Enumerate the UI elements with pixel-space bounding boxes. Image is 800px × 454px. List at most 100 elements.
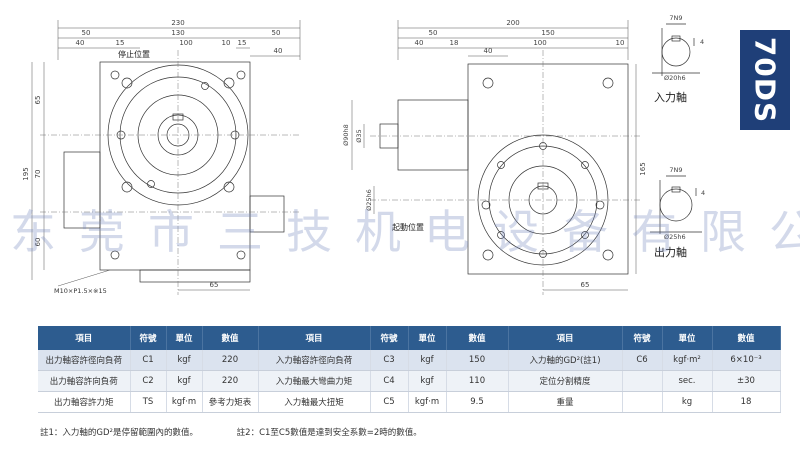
- output-dia-label: Ø25h6: [664, 233, 686, 241]
- right-dim-10: 10: [616, 39, 625, 47]
- table-cell: C3: [370, 350, 409, 371]
- table-cell: 入力軸的GD²(註1): [508, 350, 623, 371]
- left-dim-130: 130: [171, 29, 184, 37]
- table-cell: 220: [202, 370, 259, 392]
- header-item: 項目: [508, 326, 623, 350]
- input-keyway-label: 7N9: [669, 14, 682, 22]
- table-cell: [622, 370, 663, 392]
- table-cell: kg: [662, 391, 713, 413]
- table-row: 出力軸容許徑向負荷 C1 kgf 220 入力軸容許徑向負荷 C3 kgf 15…: [38, 350, 781, 371]
- table-cell: 110: [446, 370, 509, 392]
- right-dim-phi25: Ø25h6: [365, 189, 373, 211]
- right-dim-100: 100: [533, 39, 546, 47]
- right-dim-65-bottom: 65: [581, 281, 590, 289]
- right-dim-165: 165: [639, 162, 647, 175]
- header-symbol: 符號: [370, 326, 409, 350]
- left-right-stub: [249, 195, 285, 233]
- table-cell: kgf·m²: [662, 350, 713, 371]
- table-cell: 定位分割精度: [508, 370, 623, 392]
- header-value: 數值: [202, 326, 259, 350]
- right-input-shaft: [397, 99, 469, 171]
- right-dim-200: 200: [506, 19, 519, 27]
- input-depth-label: 4: [700, 38, 704, 46]
- footnotes: 註1：入力軸的GD²是停留範圍內的數值。 註2：C1至C5數值是達到安全系數=2…: [40, 426, 458, 438]
- table-cell: TS: [130, 391, 167, 413]
- table-cell: 150: [446, 350, 509, 371]
- table-cell: kgf: [408, 350, 447, 371]
- table-cell: 出力軸容許力矩: [38, 391, 131, 413]
- table-cell: 220: [202, 350, 259, 371]
- right-dim-150: 150: [541, 29, 554, 37]
- header-item: 項目: [258, 326, 371, 350]
- table-cell: C1: [130, 350, 167, 371]
- table-row: 出力軸容許向負荷 C2 kgf 220 入力軸最大彎曲力矩 C4 kgf 110…: [38, 370, 781, 392]
- table-cell: 參考力矩表: [202, 391, 259, 413]
- technical-drawing: 230 50 130 50 40 15 100 10 15 40 195 65 …: [22, 14, 705, 295]
- right-dim-40b: 40: [484, 47, 493, 55]
- right-dim-40: 40: [415, 39, 424, 47]
- table-cell: [622, 391, 663, 413]
- table-cell: 入力軸最大扭矩: [258, 391, 371, 413]
- table-cell: 出力軸容許向負荷: [38, 370, 131, 392]
- left-dim-100: 100: [179, 39, 192, 47]
- table-cell: 6×10⁻³: [712, 350, 781, 371]
- table-row: 出力軸容許力矩 TS kgf·m 參考力矩表 入力軸最大扭矩 C5 kgf·m …: [38, 391, 781, 413]
- left-dim-15b: 15: [238, 39, 247, 47]
- table-cell: C6: [622, 350, 663, 371]
- left-dim-50b: 50: [272, 29, 281, 37]
- table-cell: kgf·m: [408, 391, 447, 413]
- left-dim-65-bottom: 65: [210, 281, 219, 289]
- left-shaft-stub: [63, 151, 101, 229]
- input-shaft-section: [661, 37, 691, 67]
- table-cell: sec.: [662, 370, 713, 392]
- header-symbol: 符號: [622, 326, 663, 350]
- left-dim-60: 60: [34, 238, 42, 247]
- header-symbol: 符號: [130, 326, 167, 350]
- model-badge: 70DS: [740, 30, 790, 130]
- footnote-2: 註2：C1至C5數值是達到安全系數=2時的數值。: [236, 428, 422, 438]
- header-item: 項目: [38, 326, 131, 350]
- left-dim-50a: 50: [82, 29, 91, 37]
- right-dim-phi35: Ø35: [355, 129, 363, 142]
- input-dia-label: Ø20h6: [664, 74, 686, 82]
- table-cell: 18: [712, 391, 781, 413]
- table-cell: 9.5: [446, 391, 509, 413]
- table-cell: kgf·m: [166, 391, 203, 413]
- table-cell: 出力軸容許徑向負荷: [38, 350, 131, 371]
- table-cell: C4: [370, 370, 409, 392]
- left-dim-15a: 15: [116, 39, 125, 47]
- spec-header-row: 項目 符號 單位 數值 項目 符號 單位 數值 項目 符號 單位 數值: [38, 326, 781, 350]
- left-dim-65: 65: [34, 96, 42, 105]
- model-badge-text: 70DS: [748, 36, 782, 124]
- table-cell: C2: [130, 370, 167, 392]
- label-thread: M10×P1.5×※15: [54, 287, 107, 295]
- right-dim-50: 50: [429, 29, 438, 37]
- table-cell: kgf: [166, 370, 203, 392]
- left-dim-40b: 40: [274, 47, 283, 55]
- footnote-1: 註1：入力軸的GD²是停留範圍內的數值。: [40, 428, 198, 438]
- table-cell: kgf: [166, 350, 203, 371]
- header-unit: 單位: [662, 326, 713, 350]
- output-depth-label: 4: [701, 189, 705, 197]
- output-shaft-section: [659, 188, 693, 222]
- right-dim-18: 18: [450, 39, 459, 47]
- input-shaft-label: 入力軸: [654, 90, 687, 104]
- spec-table: 項目 符號 單位 數值 項目 符號 單位 數值 項目 符號 單位 數值 出力軸容…: [38, 326, 781, 413]
- header-value: 數值: [712, 326, 781, 350]
- left-dim-40a: 40: [76, 39, 85, 47]
- output-keyway-label: 7N9: [669, 166, 682, 174]
- left-dim-230: 230: [171, 19, 184, 27]
- table-cell: kgf: [408, 370, 447, 392]
- label-start-position: 起動位置: [392, 222, 424, 232]
- table-cell: 入力軸最大彎曲力矩: [258, 370, 371, 392]
- table-cell: 重量: [508, 391, 623, 413]
- right-dim-phi90: Ø90h8: [342, 124, 350, 146]
- left-dim-70: 70: [34, 170, 42, 179]
- table-cell: ±30: [712, 370, 781, 392]
- output-shaft-label: 出力軸: [654, 245, 687, 259]
- header-unit: 單位: [166, 326, 203, 350]
- header-value: 數值: [446, 326, 509, 350]
- right-housing: [467, 63, 629, 275]
- header-unit: 單位: [408, 326, 447, 350]
- table-cell: 入力軸容許徑向負荷: [258, 350, 371, 371]
